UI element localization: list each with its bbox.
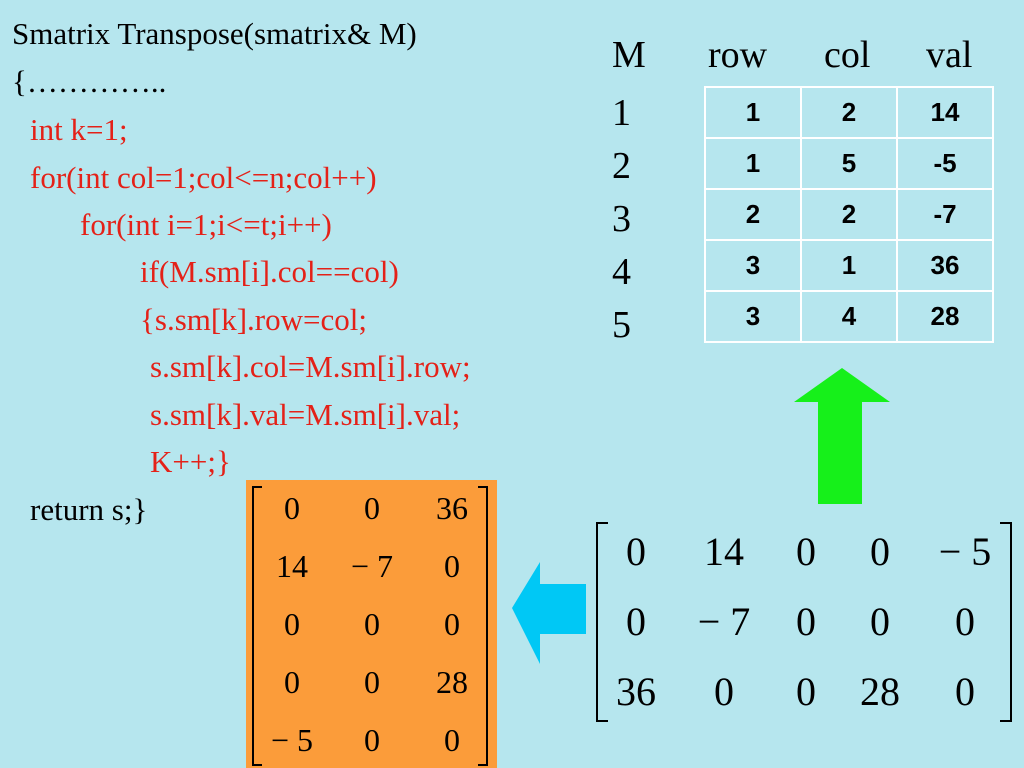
matrix-cell: 0 (796, 669, 816, 714)
code-line-row: {s.sm[k].row=col; (140, 302, 367, 337)
table-cell: 36 (896, 239, 994, 292)
matrix-cell: 28 (860, 669, 900, 714)
code-line-return: return s;} (30, 492, 148, 527)
matrix-cell: 0 (284, 490, 300, 526)
table-cell: 2 (800, 86, 898, 139)
code-line-col: s.sm[k].col=M.sm[i].row; (150, 349, 471, 384)
right-bracket (478, 486, 488, 766)
matrix-cell: 0 (955, 599, 975, 644)
right-bracket (1000, 522, 1012, 722)
table-cell: 1 (704, 137, 802, 190)
table-cell: -7 (896, 188, 994, 241)
matrix-cell: − 7 (350, 548, 394, 584)
matrix-cell: 14 (704, 529, 744, 574)
table-cell: 1 (704, 86, 802, 139)
matrix-cell: − 5 (270, 722, 314, 758)
table-row: 3 4 28 (704, 290, 994, 343)
row-index: 5 (612, 304, 631, 346)
code-line-if: if(M.sm[i].col==col) (140, 254, 399, 289)
header-m: M (612, 34, 646, 76)
table-row: 1 5 -5 (704, 137, 994, 190)
matrix-cell: 36 (436, 490, 468, 526)
matrix-cell: 0 (364, 606, 380, 642)
matrix-cell: 0 (444, 548, 460, 584)
transposed-matrix-background (246, 480, 497, 768)
up-arrow-green-icon (794, 368, 890, 504)
matrix-cell: 0 (626, 529, 646, 574)
transposed-matrix: 0 0 36 14 − 7 0 0 0 0 0 0 28 − 5 0 0 (250, 484, 494, 766)
table-cell: -5 (896, 137, 994, 190)
header-row: row (708, 34, 768, 76)
matrix-cell: 0 (284, 664, 300, 700)
left-bracket (252, 486, 262, 766)
matrix-cell: 36 (616, 669, 656, 714)
matrix-cell: 0 (870, 529, 890, 574)
matrix-cell: 0 (444, 722, 460, 758)
matrix-cell: 0 (796, 599, 816, 644)
header-val: val (926, 34, 973, 76)
left-bracket (596, 522, 608, 722)
matrix-cell: 0 (284, 606, 300, 642)
table-cell: 2 (800, 188, 898, 241)
row-index: 2 (612, 145, 631, 187)
matrix-cell: 0 (626, 599, 646, 644)
table-cell: 1 (800, 239, 898, 292)
table-cell: 28 (896, 290, 994, 343)
table-row: 2 2 -7 (704, 188, 994, 241)
table-cell: 5 (800, 137, 898, 190)
matrix-cell: 0 (955, 669, 975, 714)
table-cell: 3 (704, 290, 802, 343)
table-cell: 3 (704, 239, 802, 292)
table-cell: 4 (800, 290, 898, 343)
code-line-k: int k=1; (30, 112, 128, 147)
matrix-cell: 0 (364, 722, 380, 758)
code-signature: Smatrix Transpose(smatrix& M) (12, 16, 417, 51)
matrix-cell: 0 (364, 490, 380, 526)
matrix-cell: 0 (714, 669, 734, 714)
code-line-val: s.sm[k].val=M.sm[i].val; (150, 397, 461, 432)
matrix-cell: 14 (276, 548, 308, 584)
table-row: 3 1 36 (704, 239, 994, 292)
matrix-cell: 0 (364, 664, 380, 700)
matrix-cell: − 5 (938, 529, 992, 574)
table-cell: 2 (704, 188, 802, 241)
code-line-for-col: for(int col=1;col<=n;col++) (30, 160, 377, 195)
table-row: 1 2 14 (704, 86, 994, 139)
code-line-for-i: for(int i=1;i<=t;i++) (80, 207, 332, 242)
matrix-cell: 28 (436, 664, 468, 700)
triplet-table: 1 2 14 1 5 -5 2 2 -7 3 1 36 3 4 28 (704, 86, 994, 343)
matrix-cell: 0 (444, 606, 460, 642)
matrix-cell: − 7 (697, 599, 751, 644)
header-col: col (824, 34, 871, 76)
row-index: 3 (612, 198, 631, 240)
row-index: 4 (612, 251, 631, 293)
matrix-cell: 0 (796, 529, 816, 574)
row-index: 1 (612, 92, 631, 134)
left-arrow-cyan-icon (512, 562, 586, 664)
code-listing: Smatrix Transpose(smatrix& M) {………….. in… (0, 0, 600, 560)
original-matrix: 0 14 0 0 − 5 0 − 7 0 0 0 36 0 0 28 0 (594, 520, 1018, 722)
table-cell: 14 (896, 86, 994, 139)
code-open-brace: {………….. (12, 64, 167, 99)
matrix-cell: 0 (870, 599, 890, 644)
code-line-inc: K++;} (150, 444, 231, 479)
